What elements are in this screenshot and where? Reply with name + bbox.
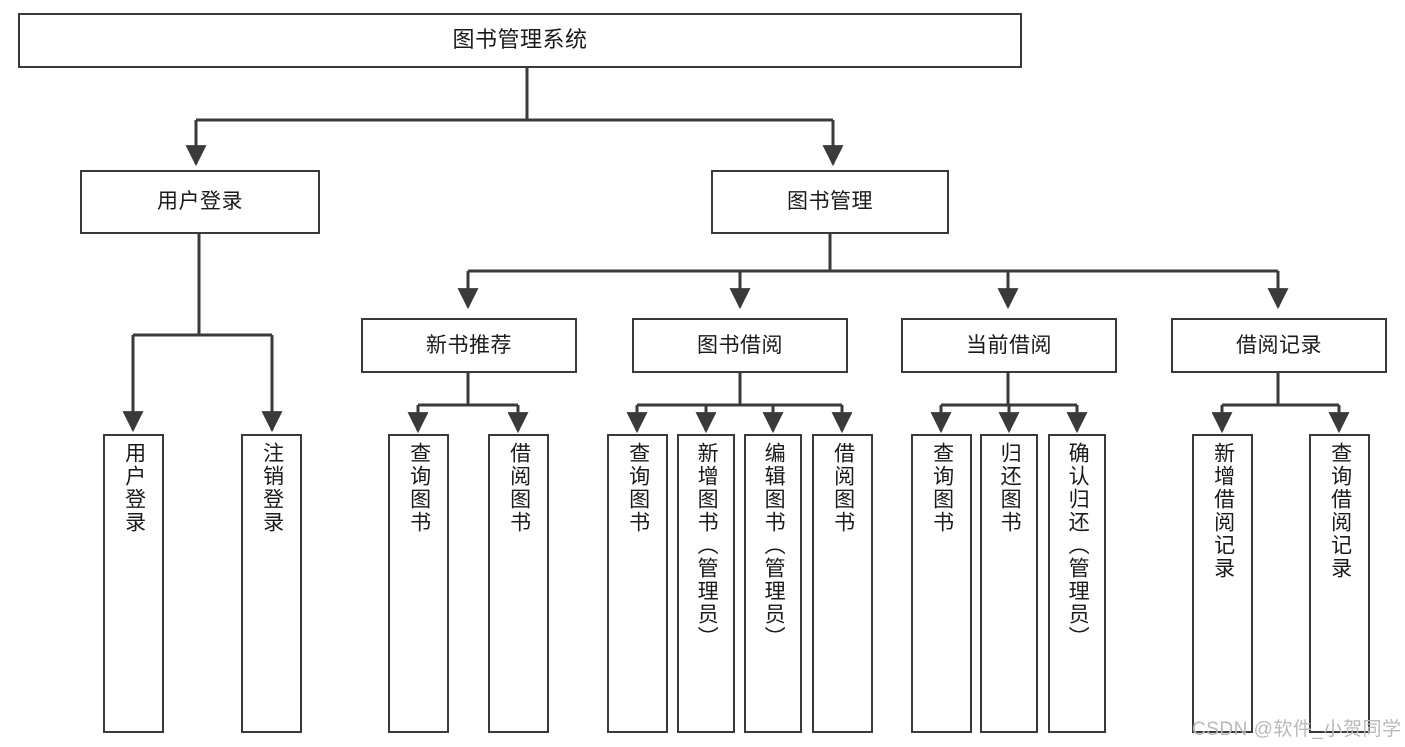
node-user-login-label: 用户登录 <box>157 190 243 214</box>
leaf-logout-label: 注销登录 <box>260 442 284 534</box>
node-root[interactable]: 图书管理系统 <box>18 13 1022 68</box>
leaf-add-book-admin-label: 新增图书（管理员） <box>695 442 719 649</box>
leaf-borrow-query-book[interactable]: 查询图书 <box>607 434 668 733</box>
leaf-add-borrow-record[interactable]: 新增借阅记录 <box>1192 434 1253 733</box>
leaf-current-query-book-label: 查询图书 <box>930 442 954 534</box>
node-borrow-records-label: 借阅记录 <box>1236 333 1322 357</box>
leaf-query-borrow-record-label: 查询借阅记录 <box>1328 442 1352 580</box>
leaf-logout[interactable]: 注销登录 <box>241 434 302 733</box>
node-new-book-recommend[interactable]: 新书推荐 <box>361 318 577 373</box>
leaf-return-book[interactable]: 归还图书 <box>980 434 1038 733</box>
leaf-edit-book-admin-label: 编辑图书（管理员） <box>762 442 786 649</box>
leaf-user-login[interactable]: 用户登录 <box>103 434 164 733</box>
node-book-borrow-label: 图书借阅 <box>697 333 783 357</box>
node-new-book-recommend-label: 新书推荐 <box>426 333 512 357</box>
node-user-login[interactable]: 用户登录 <box>80 170 320 234</box>
leaf-recommend-query-book[interactable]: 查询图书 <box>388 434 449 733</box>
leaf-recommend-query-book-label: 查询图书 <box>407 442 431 534</box>
leaf-edit-book-admin[interactable]: 编辑图书（管理员） <box>744 434 802 733</box>
leaf-recommend-borrow-book-label: 借阅图书 <box>507 442 531 534</box>
leaf-confirm-return-admin[interactable]: 确认归还（管理员） <box>1048 434 1106 733</box>
leaf-recommend-borrow-book[interactable]: 借阅图书 <box>488 434 549 733</box>
leaf-borrow-book-label: 借阅图书 <box>831 442 855 534</box>
leaf-current-query-book[interactable]: 查询图书 <box>911 434 972 733</box>
watermark: CSDN @软件_小贺同学 <box>1192 719 1402 740</box>
leaf-user-login-label: 用户登录 <box>122 442 146 534</box>
node-book-borrow[interactable]: 图书借阅 <box>632 318 848 373</box>
leaf-borrow-book[interactable]: 借阅图书 <box>812 434 873 733</box>
leaf-query-borrow-record[interactable]: 查询借阅记录 <box>1309 434 1370 733</box>
node-book-management[interactable]: 图书管理 <box>711 170 949 234</box>
leaf-borrow-query-book-label: 查询图书 <box>626 442 650 534</box>
leaf-return-book-label: 归还图书 <box>998 442 1022 534</box>
node-current-borrow-label: 当前借阅 <box>966 333 1052 357</box>
node-book-management-label: 图书管理 <box>787 190 873 214</box>
node-root-label: 图书管理系统 <box>452 27 588 53</box>
node-current-borrow[interactable]: 当前借阅 <box>901 318 1117 373</box>
node-borrow-records[interactable]: 借阅记录 <box>1171 318 1387 373</box>
leaf-confirm-return-admin-label: 确认归还（管理员） <box>1066 442 1090 649</box>
leaf-add-book-admin[interactable]: 新增图书（管理员） <box>677 434 735 733</box>
leaf-add-borrow-record-label: 新增借阅记录 <box>1211 442 1235 580</box>
